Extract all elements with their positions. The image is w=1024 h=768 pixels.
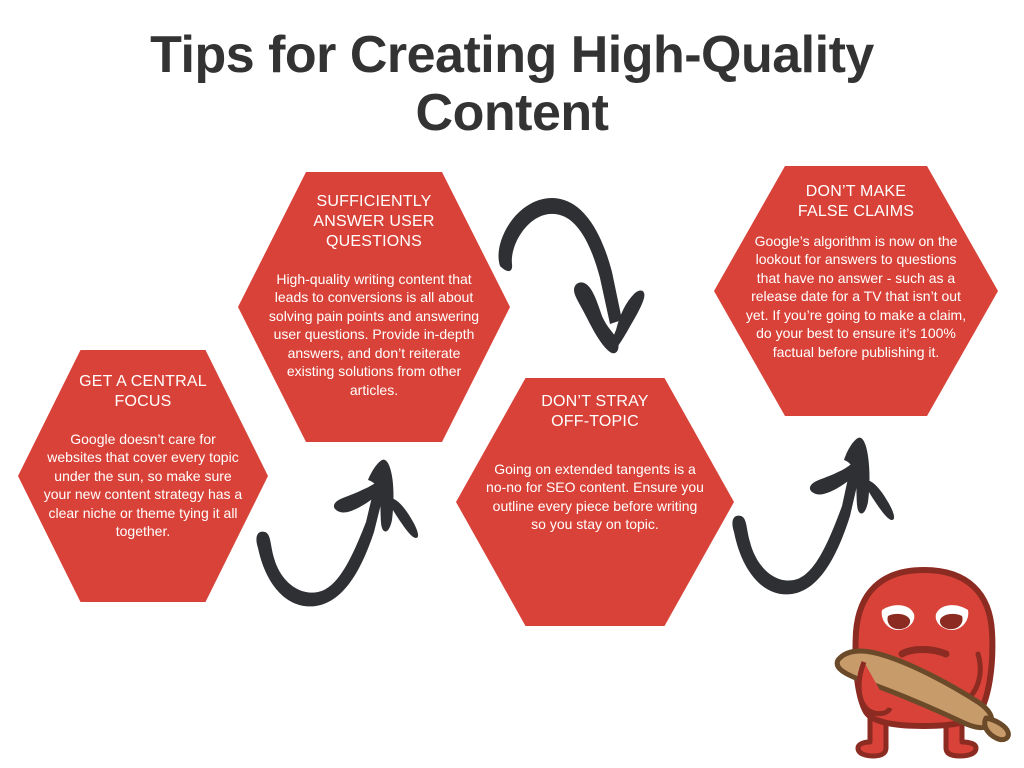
arrow-curve-up-right-icon xyxy=(732,437,895,595)
tip-heading: GET A CENTRAL FOCUS xyxy=(79,373,207,410)
tip-hexagon-dont-make-false-claims: DON’T MAKE FALSE CLAIMS Google’s algorit… xyxy=(714,166,998,416)
tip-hexagon-sufficiently-answer-user-questions: SUFFICIENTLY ANSWER USER QUESTIONS High-… xyxy=(238,172,510,442)
angry-red-blob-mascot xyxy=(834,567,1011,759)
page-title: Tips for Creating High-Quality Content xyxy=(150,26,874,143)
tip-heading: SUFFICIENTLY ANSWER USER QUESTIONS xyxy=(313,193,435,250)
tip-hexagon-dont-stray-off-topic: DON’T STRAY OFF-TOPIC Going on extended … xyxy=(456,378,734,626)
tip-body: Going on extended tangents is a no-no fo… xyxy=(486,461,704,533)
mascot-pupil-left xyxy=(887,613,911,630)
arrow-curve-up-right-icon xyxy=(256,459,419,607)
tip-hexagon-get-a-central-focus: GET A CENTRAL FOCUS Google doesn’t care … xyxy=(18,350,268,602)
tip-heading: DON’T STRAY OFF-TOPIC xyxy=(541,393,649,430)
mascot-arm-left xyxy=(856,661,893,717)
mascot-bat-knob xyxy=(982,715,1011,743)
tip-body: Google doesn’t care for websites that co… xyxy=(43,431,243,540)
mascot-mouth xyxy=(898,646,950,658)
mascot-pupil-right xyxy=(939,613,963,630)
tip-heading: DON’T MAKE FALSE CLAIMS xyxy=(797,183,915,220)
tip-body: High-quality writing content that leads … xyxy=(268,271,480,398)
tip-body: Google’s algorithm is now on the lookout… xyxy=(745,233,967,360)
arrow-arc-down-right-icon xyxy=(498,198,645,354)
